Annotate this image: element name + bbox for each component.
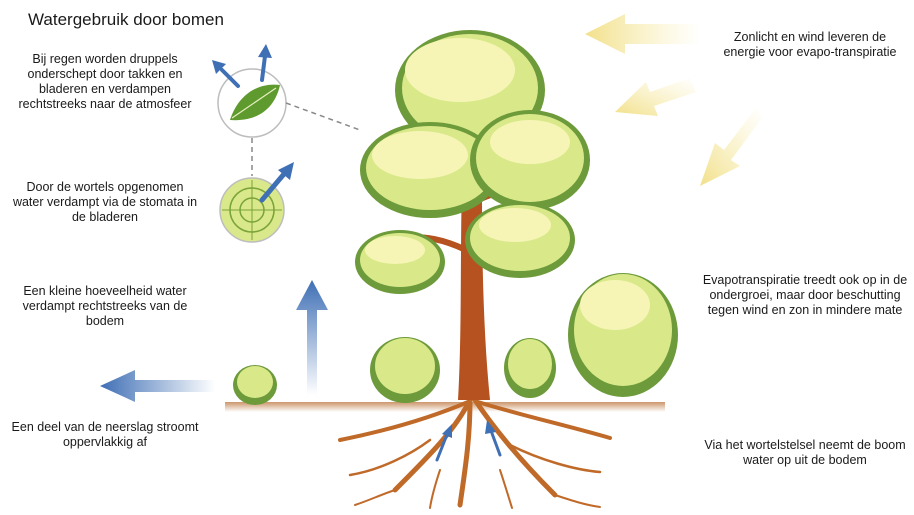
label-undergrowth: Evapotranspiratie treedt ook op in de on… (700, 273, 910, 318)
label-interception: Bij regen worden druppels onderschept do… (10, 52, 200, 112)
runoff-arrow (100, 370, 215, 402)
leaf-inset (218, 69, 286, 137)
label-soil-evaporation: Een kleine hoeveelheid water verdampt re… (5, 284, 205, 329)
undergrowth (233, 273, 678, 405)
soil-evaporation-arrow (296, 280, 328, 395)
label-roots-stomata: Door de wortels opgenomen water verdampt… (10, 180, 200, 225)
leaf-connector (286, 103, 360, 130)
roots (340, 400, 610, 508)
tree-canopy (355, 30, 590, 294)
label-root-uptake: Via het wortelstelsel neemt de boom wate… (700, 438, 910, 468)
label-runoff: Een deel van de neerslag stroomt oppervl… (10, 420, 200, 450)
label-sun-wind: Zonlicht en wind leveren de energie voor… (715, 30, 905, 60)
